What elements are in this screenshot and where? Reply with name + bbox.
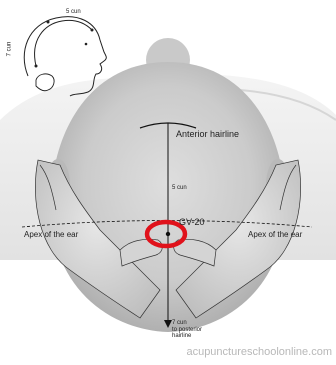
inset-seven-cun-label: 7 cun: [6, 42, 12, 57]
inset-five-cun-label: 5 cun: [66, 9, 81, 15]
anterior-hairline-label: Anterior hairline: [176, 130, 239, 139]
apex-left-label: Apex of the ear: [24, 231, 78, 239]
inset-arc: [35, 20, 92, 66]
five-cun-label: 5 cun: [172, 185, 187, 191]
apex-right-label: Apex of the ear: [248, 231, 302, 239]
gv20-point: [166, 232, 170, 236]
gv20-label: GV-20: [179, 218, 205, 227]
watermark: acupunctureschoolonline.com: [186, 347, 332, 358]
seven-cun-posterior-label: 7 cun to posterior hairline: [172, 320, 202, 340]
